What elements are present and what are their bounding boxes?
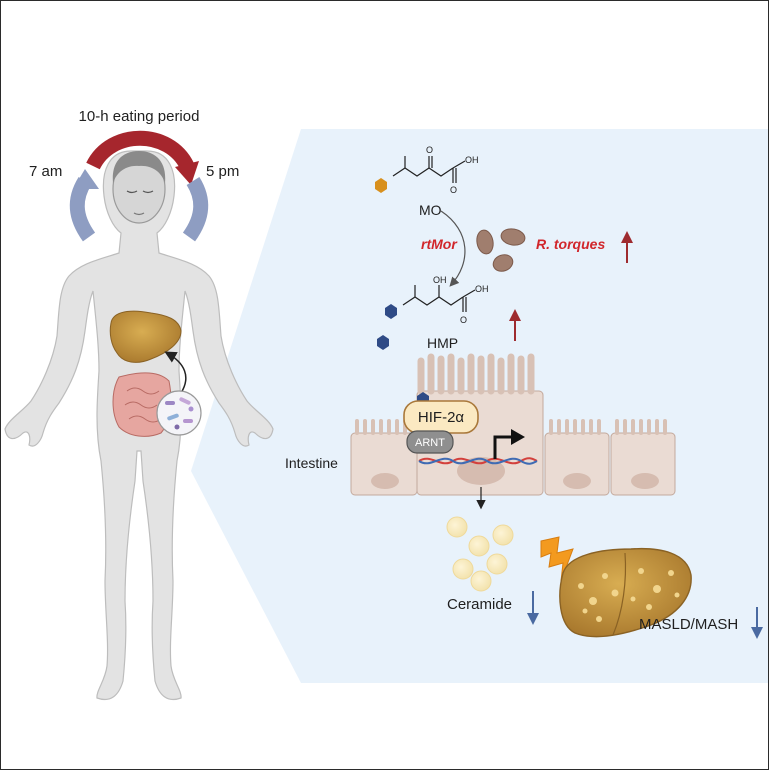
mo-hexagon-icon <box>375 178 387 193</box>
r-torques-label: R. torques <box>536 236 605 252</box>
mo-label: MO <box>419 202 442 218</box>
body-liver-icon <box>109 310 182 363</box>
transcription-start-arrow <box>493 435 513 459</box>
hmp-oh-label: OH <box>433 275 447 285</box>
fasting-arrowhead-left <box>73 169 99 189</box>
ceramide-down-arrow <box>527 591 539 625</box>
fasting-arrow-left <box>69 177 96 242</box>
hmp-up-arrow <box>509 309 521 341</box>
microbiome-inset <box>156 390 202 436</box>
mo-molecule <box>392 156 466 183</box>
rtmor-label: rtMor <box>421 236 458 252</box>
eating-period-arrowhead <box>175 161 199 185</box>
fasting-arrow-right <box>182 177 209 242</box>
mo-oh-label: OH <box>465 155 479 165</box>
eating-period-label: 10-h eating period <box>79 108 200 125</box>
ceramide-label: Ceramide <box>447 596 512 613</box>
head <box>112 151 166 224</box>
mo-oxygen-label: O <box>426 145 433 155</box>
r-torques-up-arrow <box>621 231 633 263</box>
masld-mash-label: MASLD/MASH <box>639 616 738 633</box>
hmp-molecule <box>402 285 476 312</box>
hmp-hexagon-icon <box>385 304 397 319</box>
conversion-arrow <box>440 210 466 287</box>
start-time-label: 7 am <box>29 163 62 180</box>
transcription-start-arrowhead <box>511 429 525 445</box>
mo-oxygen-label-2: O <box>450 185 457 195</box>
eating-period-arrow <box>86 130 194 170</box>
arnt-box <box>406 430 454 454</box>
end-time-label: 5 pm <box>206 163 239 180</box>
hmp-oxygen-label: O <box>460 315 467 325</box>
dna-icon <box>418 457 538 465</box>
hif2a-label: HIF-2α <box>418 409 465 426</box>
ceramide-particles <box>446 516 514 592</box>
r-torques-bacteria-icon <box>476 228 526 272</box>
hmp-label: HMP <box>427 335 458 351</box>
body-intestine-icon <box>112 372 172 437</box>
masld-down-arrow <box>751 607 763 639</box>
intestine-label: Intestine <box>285 455 338 471</box>
fatty-liver-icon <box>559 547 692 638</box>
hmp-hexagon-icon-2 <box>377 335 389 350</box>
gut-to-liver-arrow <box>164 351 187 394</box>
hmp-oh-label-2: OH <box>475 284 489 294</box>
arnt-label: ARNT <box>415 437 445 449</box>
